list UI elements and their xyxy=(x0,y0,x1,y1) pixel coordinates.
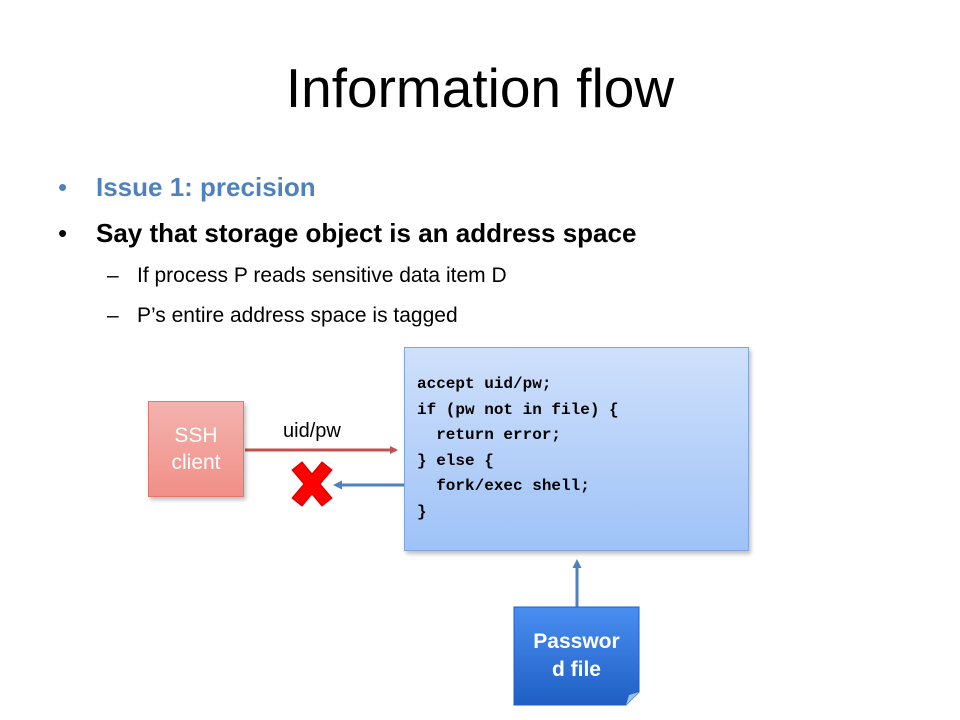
ssh-client-box: SSH client xyxy=(148,401,244,497)
bullet-dot: • xyxy=(58,172,68,202)
edge-label: uid/pw xyxy=(283,420,341,442)
code-box: accept uid/pw; if (pw not in file) { ret… xyxy=(404,347,749,551)
bullet-text: Issue 1: precision xyxy=(96,172,316,202)
x-icon xyxy=(291,461,333,507)
password-file-box: Passwor d file xyxy=(514,607,639,705)
sub-bullet-dash: – xyxy=(107,304,119,327)
slide-title: Information flow xyxy=(285,57,675,119)
code-text: accept uid/pw; if (pw not in file) { ret… xyxy=(417,375,619,521)
bullet-dot: • xyxy=(58,218,68,248)
bullet-storage: • Say that storage object is an address … xyxy=(58,218,938,264)
bullet-issue: • Issue 1: precision xyxy=(58,172,938,218)
sub-bullet-tagged: – P’s entire address space is tagged xyxy=(58,304,938,344)
password-file-label: Passwor d file xyxy=(533,630,620,681)
document-icon xyxy=(513,606,640,706)
sub-bullet-text: P’s entire address space is tagged xyxy=(137,304,458,327)
sub-bullet-dash: – xyxy=(107,264,119,287)
sub-bullet-text: If process P reads sensitive data item D xyxy=(137,264,507,287)
sub-bullet-reads: – If process P reads sensitive data item… xyxy=(58,264,938,304)
bullet-list: • Issue 1: precision • Say that storage … xyxy=(58,172,938,344)
bullet-text: Say that storage object is an address sp… xyxy=(96,218,637,248)
ssh-client-label: SSH client xyxy=(171,424,221,474)
